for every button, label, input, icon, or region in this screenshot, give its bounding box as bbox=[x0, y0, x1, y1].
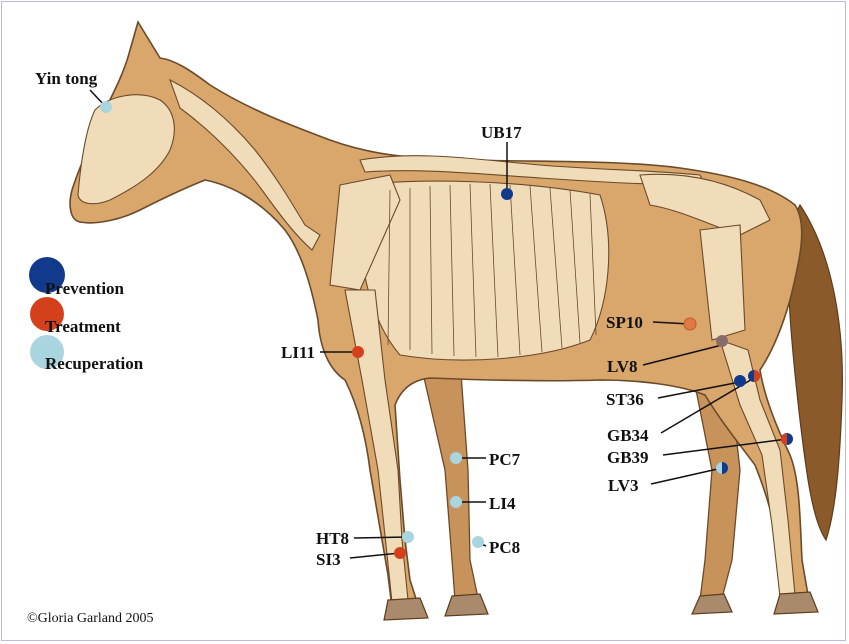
point-lv3[interactable] bbox=[716, 462, 728, 474]
point-pc8[interactable] bbox=[472, 536, 484, 548]
label-si3: SI3 bbox=[316, 551, 341, 568]
label-gb39: GB39 bbox=[607, 449, 649, 466]
label-ht8: HT8 bbox=[316, 530, 349, 547]
point-ht8[interactable] bbox=[402, 531, 414, 543]
point-ub17[interactable] bbox=[501, 188, 513, 200]
legend-prevention-label: Prevention bbox=[45, 280, 124, 297]
label-ub17: UB17 bbox=[481, 124, 522, 141]
label-li4: LI4 bbox=[489, 495, 515, 512]
label-yin-tong: Yin tong bbox=[35, 70, 97, 87]
hooves bbox=[384, 592, 818, 620]
legend-treatment-label: Treatment bbox=[45, 318, 121, 335]
point-yin-tong[interactable] bbox=[100, 101, 112, 113]
label-pc7: PC7 bbox=[489, 451, 520, 468]
point-li4[interactable] bbox=[450, 496, 462, 508]
label-st36: ST36 bbox=[606, 391, 644, 408]
point-gb39[interactable] bbox=[781, 433, 793, 445]
label-sp10: SP10 bbox=[606, 314, 643, 331]
label-li11: LI11 bbox=[281, 344, 315, 361]
far-legs bbox=[420, 360, 740, 600]
point-si3[interactable] bbox=[394, 547, 406, 559]
point-gb34[interactable] bbox=[748, 370, 760, 382]
label-gb34: GB34 bbox=[607, 427, 649, 444]
point-lv8[interactable] bbox=[716, 335, 728, 347]
label-lv8: LV8 bbox=[607, 358, 638, 375]
point-st36[interactable] bbox=[734, 375, 746, 387]
point-sp10[interactable] bbox=[684, 318, 696, 330]
copyright-credit: ©Gloria Garland 2005 bbox=[27, 611, 154, 627]
point-li11[interactable] bbox=[352, 346, 364, 358]
label-pc8: PC8 bbox=[489, 539, 520, 556]
legend-recuperation-label: Recuperation bbox=[45, 355, 143, 372]
point-pc7[interactable] bbox=[450, 452, 462, 464]
legend bbox=[29, 257, 65, 369]
label-lv3: LV3 bbox=[608, 477, 639, 494]
